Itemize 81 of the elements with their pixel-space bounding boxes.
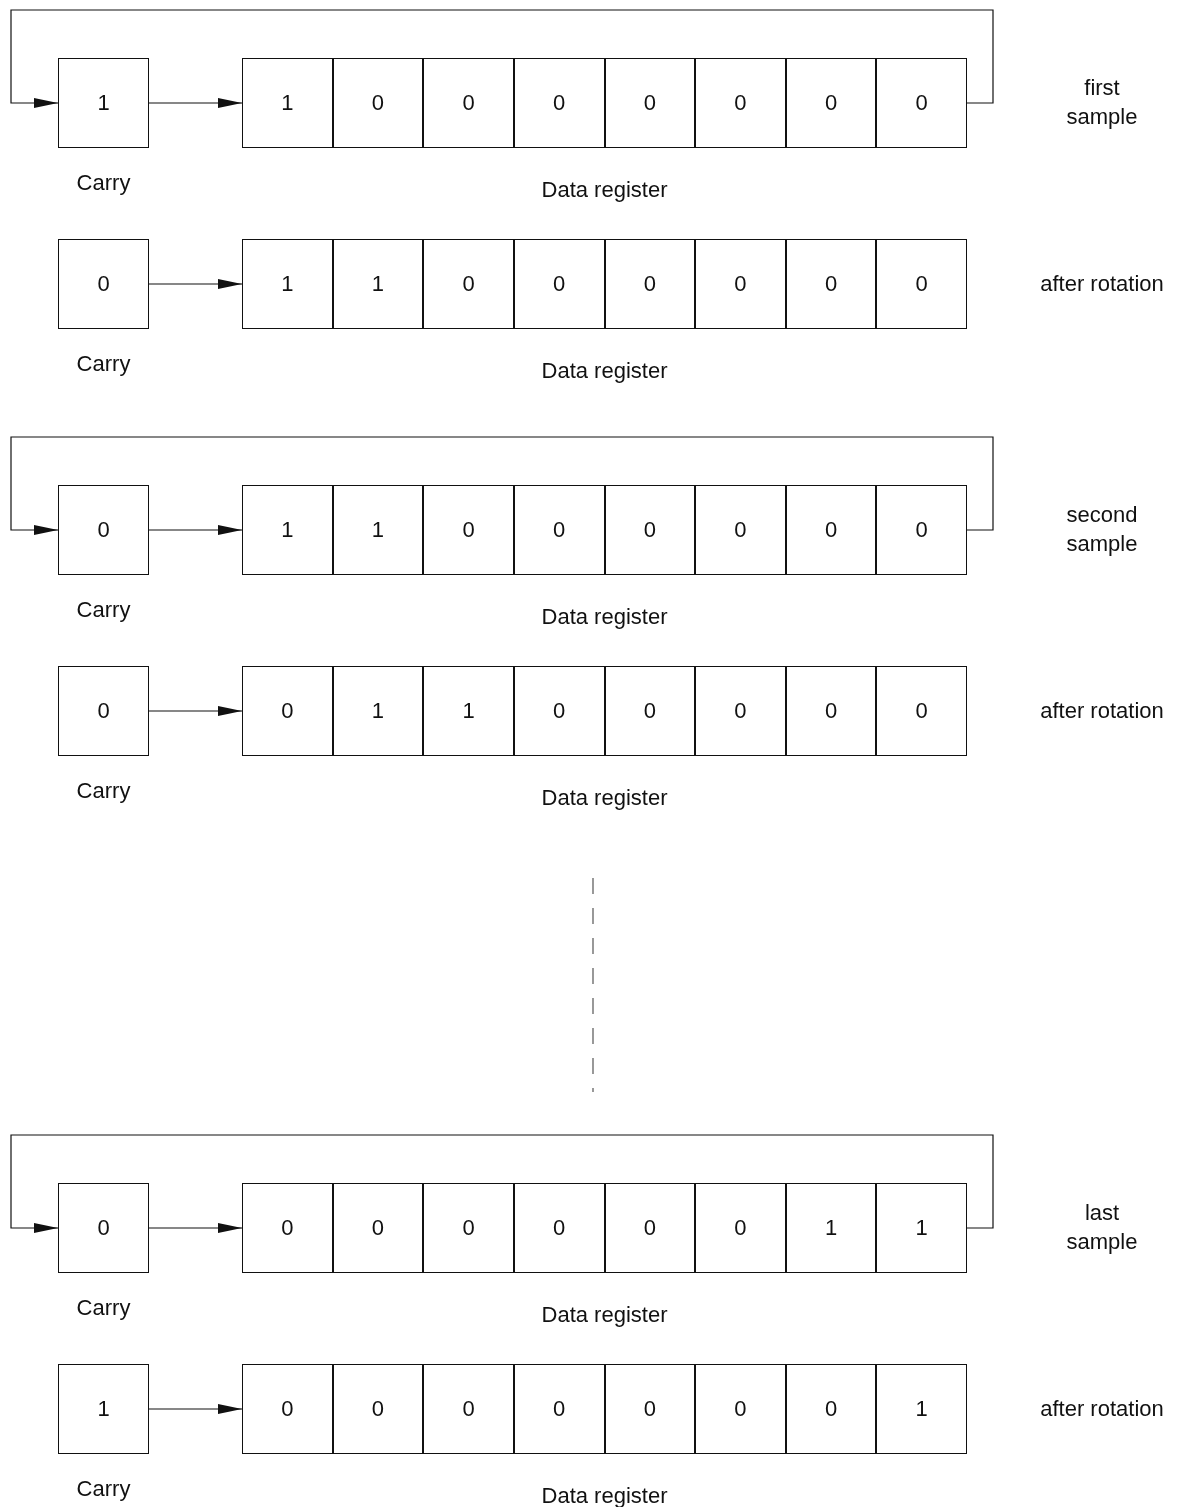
bit-cell: 1 <box>242 239 333 329</box>
arrow <box>10 9 994 108</box>
bit-cell: 1 <box>876 1364 967 1454</box>
arrow <box>148 98 243 108</box>
register-label: Data register <box>540 1302 669 1328</box>
arrow <box>148 525 243 535</box>
bit-cell: 0 <box>242 666 333 756</box>
bit-cell: 0 <box>695 1364 786 1454</box>
bit-cell: 1 <box>876 1183 967 1273</box>
carry-box: 0 <box>58 1183 149 1273</box>
arrow <box>148 706 243 716</box>
register-label: Carry <box>75 778 132 804</box>
bit-cell: 0 <box>876 666 967 756</box>
bit-cell: 1 <box>242 58 333 148</box>
bit-cell: 1 <box>242 485 333 575</box>
carry-box: 0 <box>58 239 149 329</box>
bit-cell: 0 <box>513 1364 605 1454</box>
bit-cell: 0 <box>695 58 786 148</box>
bit-cell: 1 <box>332 239 424 329</box>
register-label: Carry <box>75 597 132 623</box>
arrow <box>10 436 994 535</box>
register-label: Carry <box>75 351 132 377</box>
register-label: Carry <box>75 170 132 196</box>
bit-cell: 0 <box>695 666 786 756</box>
bit-cell: 0 <box>423 1183 514 1273</box>
bit-cell: 1 <box>423 666 514 756</box>
bit-cell: 0 <box>695 485 786 575</box>
bit-cell: 0 <box>513 58 605 148</box>
carry-box: 1 <box>58 1364 149 1454</box>
bit-cell: 0 <box>604 666 696 756</box>
bit-cell: 0 <box>604 1364 696 1454</box>
step-label: last sample <box>1065 1199 1139 1256</box>
arrow <box>148 1223 243 1233</box>
bit-cell: 0 <box>332 1364 424 1454</box>
bit-cell: 0 <box>695 239 786 329</box>
bit-cell: 0 <box>332 1183 424 1273</box>
bit-cell: 0 <box>604 1183 696 1273</box>
bit-cell: 1 <box>332 666 424 756</box>
bit-cell: 0 <box>876 58 967 148</box>
bit-cell: 0 <box>513 239 605 329</box>
bit-cell: 0 <box>785 666 877 756</box>
step-label: after rotation <box>1039 696 1165 725</box>
bit-cell: 0 <box>513 485 605 575</box>
carry-box: 0 <box>58 485 149 575</box>
register-label: Carry <box>75 1295 132 1321</box>
register-label: Carry <box>75 1476 132 1502</box>
register-label: Data register <box>540 1483 669 1507</box>
step-label: after rotation <box>1039 1394 1165 1423</box>
register-label: Data register <box>540 358 669 384</box>
register-label: Data register <box>540 604 669 630</box>
step-label: after rotation <box>1039 269 1165 298</box>
bit-cell: 0 <box>513 666 605 756</box>
bit-cell: 0 <box>785 58 877 148</box>
bit-cell: 0 <box>785 239 877 329</box>
step-label: second sample <box>1065 501 1139 558</box>
bit-cell: 0 <box>423 239 514 329</box>
bit-cell: 0 <box>695 1183 786 1273</box>
arrow <box>148 279 243 289</box>
bit-cell: 0 <box>242 1183 333 1273</box>
bit-cell: 0 <box>604 239 696 329</box>
bit-cell: 0 <box>242 1364 333 1454</box>
carry-box: 1 <box>58 58 149 148</box>
bit-cell: 0 <box>423 58 514 148</box>
register-label: Data register <box>540 785 669 811</box>
bit-cell: 1 <box>332 485 424 575</box>
bit-cell: 0 <box>876 239 967 329</box>
bit-cell: 0 <box>604 485 696 575</box>
bit-cell: 0 <box>604 58 696 148</box>
bit-cell: 0 <box>785 485 877 575</box>
bit-cell: 0 <box>423 485 514 575</box>
bit-cell: 0 <box>785 1364 877 1454</box>
arrow <box>148 1404 243 1414</box>
arrow <box>10 1134 994 1233</box>
step-label: first sample <box>1065 74 1139 131</box>
register-label: Data register <box>540 177 669 203</box>
bit-cell: 0 <box>876 485 967 575</box>
carry-box: 0 <box>58 666 149 756</box>
bit-cell: 0 <box>332 58 424 148</box>
bit-cell: 0 <box>423 1364 514 1454</box>
bit-cell: 0 <box>513 1183 605 1273</box>
bit-cell: 1 <box>785 1183 877 1273</box>
